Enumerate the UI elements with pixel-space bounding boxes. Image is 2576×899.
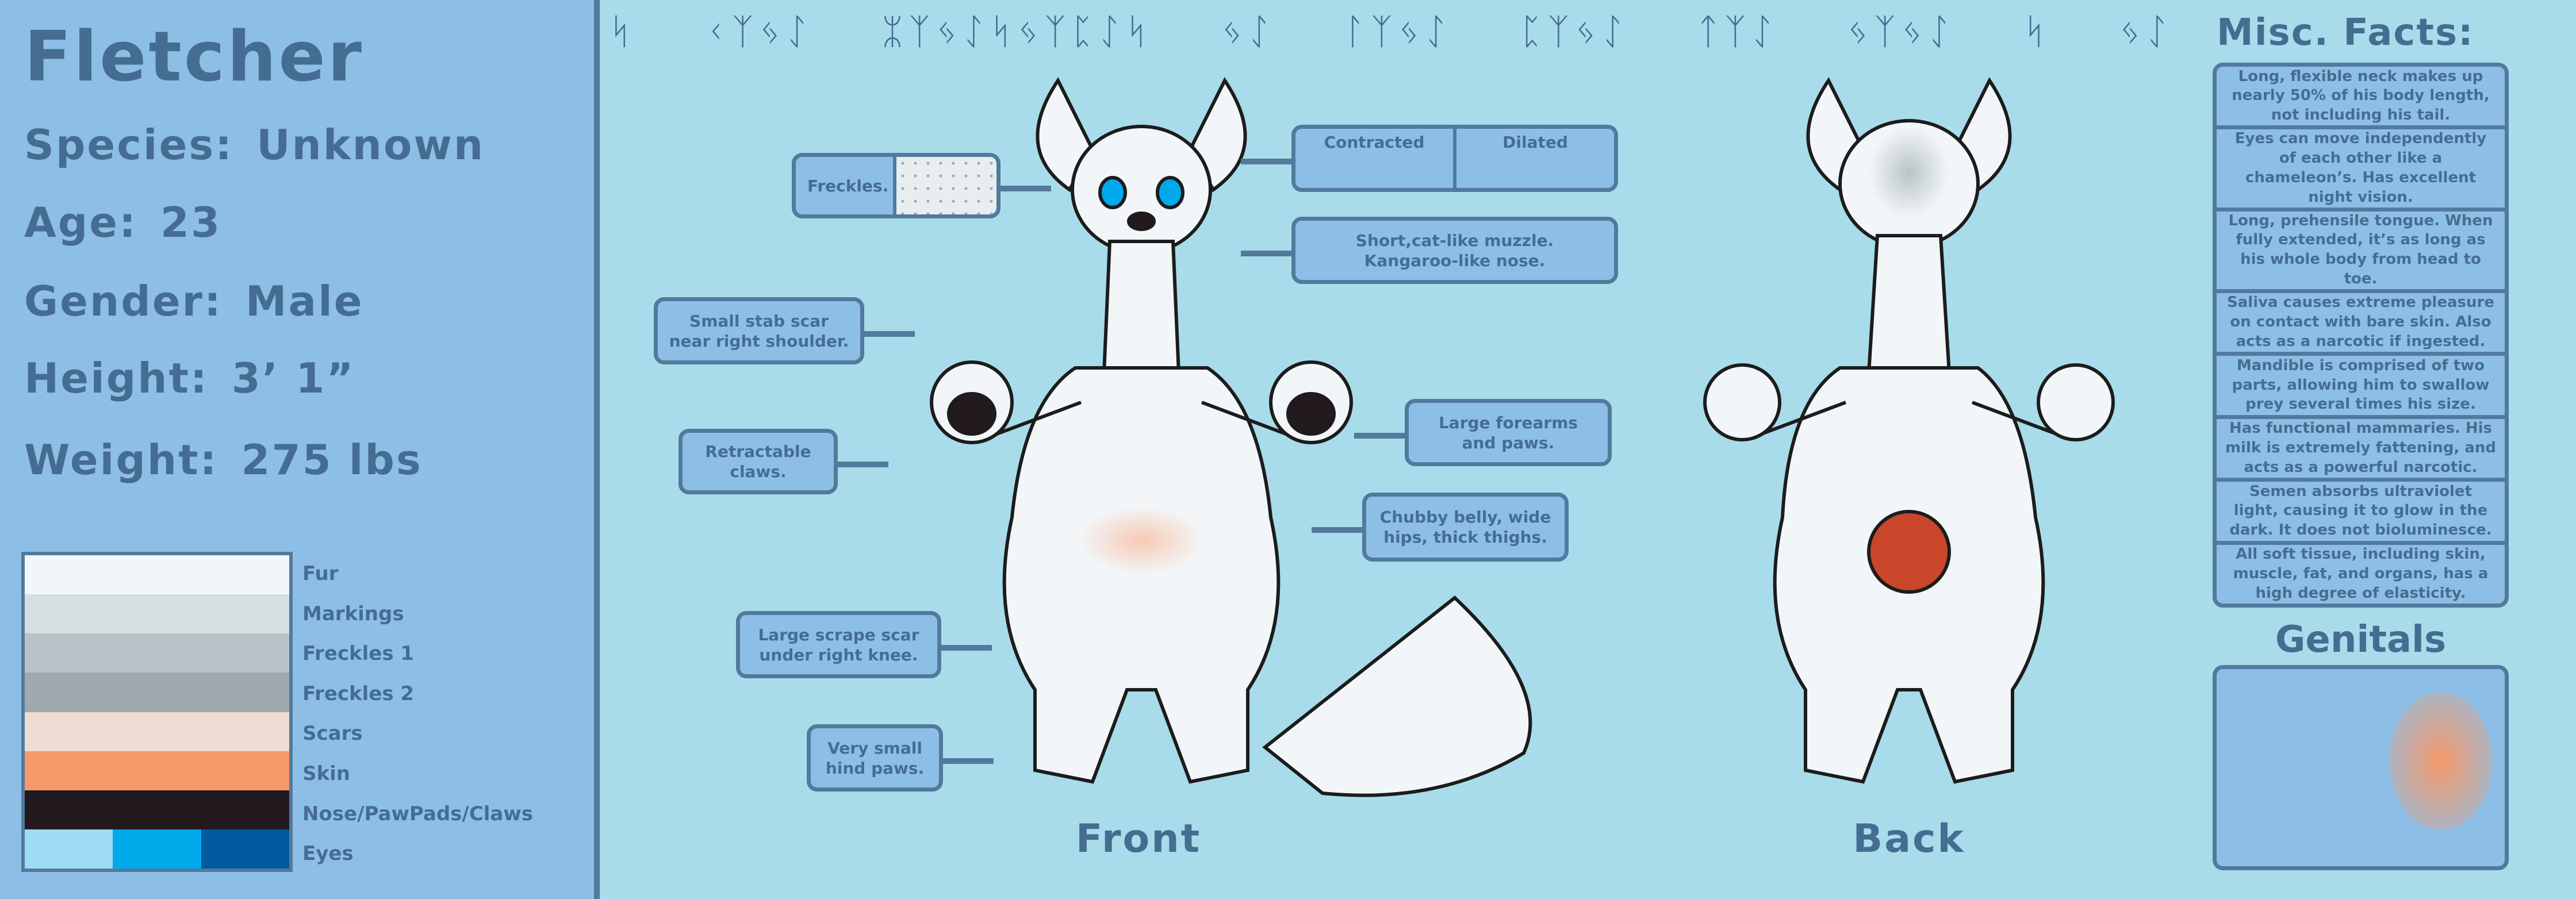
alien-script-header: ᛋ ᚲᛉᛃᛇ ᛯᛉᛃᛇᛋᛃᛉᛈᛇᛋ ᛃᛇ ᛚᛉᛃᛇ ᛈᛉᛃᛇ ᛏᛉᛇ ᛃᛉᛃᛇ ᛋ ᛃᛇ [610, 10, 2174, 52]
color-swatch [25, 633, 289, 673]
swatch-row [25, 829, 289, 869]
script-word: ᛚᛉᛃᛇ [1344, 10, 1452, 52]
script-word: ᛃᛉᛃᛇ [1847, 10, 1956, 52]
color-swatch [25, 829, 113, 869]
script-word: ᛋ [610, 10, 637, 52]
swatch-row [25, 633, 289, 673]
fact-item: Has functional mammaries. His milk is ex… [2217, 418, 2505, 478]
swatch-row [25, 751, 289, 790]
genitals-title: Genitals [2275, 618, 2447, 661]
tail-stub [1867, 510, 1951, 594]
fact-item: Long, flexible neck makes up nearly 50% … [2217, 67, 2505, 126]
fact-item: Semen absorbs ultraviolet light, causing… [2217, 482, 2505, 541]
script-word: ᚲᛉᛃᛇ [704, 10, 814, 52]
neck [1102, 240, 1181, 375]
note-scrape-scar: Large scrape scar under right knee. [736, 611, 992, 678]
fact-item: Eyes can move independently of each othe… [2217, 129, 2505, 208]
swatch-label: Freckles 1 [302, 642, 415, 666]
color-swatch [25, 790, 289, 829]
script-word: ᛏᛉᛇ [1697, 10, 1779, 52]
fact-item: Saliva causes extreme pleasure on contac… [2217, 293, 2505, 352]
script-word: ᛃᛇ [1221, 10, 1276, 52]
color-swatch [25, 751, 289, 790]
left-pawpad [947, 392, 996, 436]
note-eyes: Contracted Dilated [1241, 125, 1618, 192]
stat-height: Height:3’ 1” [24, 354, 355, 402]
swatch-label: Scars [302, 722, 363, 746]
character-name: Fletcher [24, 17, 364, 97]
stat-weight: Weight:275 lbs [24, 436, 423, 484]
back-right-paw [2037, 363, 2115, 441]
swatch-row [25, 673, 289, 712]
fact-item: All soft tissue, including skin, muscle,… [2217, 544, 2505, 604]
color-swatch [25, 594, 289, 634]
script-word: ᛯᛉᛃᛇᛋᛃᛉᛈᛇᛋ [881, 10, 1153, 52]
stat-species: Species:Unknown [24, 121, 485, 169]
back-neck [1866, 234, 1952, 375]
note-claws: Retractable claws. [678, 429, 888, 494]
genitals-panel [2213, 665, 2509, 870]
color-swatch [113, 829, 201, 869]
left-eye [1098, 176, 1127, 209]
swatch-row [25, 790, 289, 829]
script-word: ᛈᛉᛃᛇ [1520, 10, 1630, 52]
swatch-label: Fur [302, 562, 339, 585]
right-pawpad [1286, 392, 1336, 436]
note-text: Freckles. [807, 176, 889, 195]
back-view-figure [1703, 77, 2115, 784]
note-freckles: Freckles. [792, 153, 1051, 218]
stat-age: Age:23 [24, 198, 222, 247]
swatch-label: Freckles 2 [302, 682, 415, 705]
swatch-label: Nose/PawPads/Claws [302, 802, 534, 825]
right-eye [1156, 176, 1184, 209]
front-label: Front [1075, 816, 1202, 862]
fact-item: Mandible is comprised of two parts, allo… [2217, 356, 2505, 415]
color-swatch [201, 829, 289, 869]
misc-facts-list: Long, flexible neck makes up nearly 50% … [2213, 63, 2509, 608]
stat-gender: Gender:Male [24, 277, 364, 325]
front-view-figure [930, 77, 1532, 797]
tail [1262, 596, 1532, 797]
note-stab-scar: Small stab scar near right shoulder. [654, 297, 915, 364]
eyes-contracted-label: Contracted [1295, 129, 1456, 188]
misc-facts-title: Misc. Facts: [2217, 11, 2474, 54]
swatch-row [25, 555, 289, 595]
fact-item: Long, prehensile tongue. When fully exte… [2217, 211, 2505, 289]
head [1071, 125, 1212, 255]
info-panel: Fletcher Species:Unknown Age:23 Gender:M… [0, 0, 600, 899]
note-forearms: Large forearms and paws. [1354, 399, 1612, 466]
nose [1127, 212, 1156, 231]
swatch-row [25, 594, 289, 634]
swatch-label: Skin [302, 762, 350, 785]
color-swatch [25, 555, 289, 595]
color-palette [21, 552, 293, 872]
note-hind-paws: Very small hind paws. [807, 724, 994, 792]
back-label: Back [1853, 816, 1965, 862]
color-swatch [25, 712, 289, 751]
belly-blush [1078, 506, 1205, 575]
swatch-label: Eyes [302, 842, 354, 866]
swatch-row [25, 712, 289, 751]
back-left-paw [1703, 363, 1781, 441]
note-belly: Chubby belly, wide hips, thick thighs. [1312, 493, 1569, 562]
color-swatch [25, 673, 289, 712]
genitals-illustration [2389, 692, 2493, 830]
freckles-swatch [893, 157, 996, 214]
note-muzzle: Short,cat-like muzzle. Kangaroo-like nos… [1241, 217, 1618, 284]
swatch-label: Markings [302, 602, 404, 625]
script-word: ᛃᛇ [2119, 10, 2174, 52]
script-word: ᛋ [2023, 10, 2051, 52]
eyes-dilated-label: Dilated [1502, 133, 1568, 152]
